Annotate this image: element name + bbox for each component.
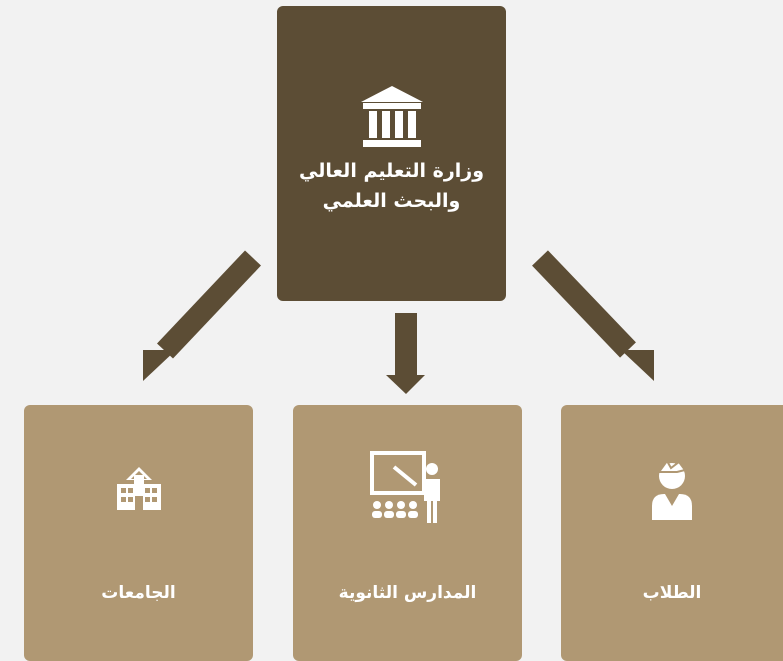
students-box: الطلاب: [561, 405, 783, 661]
university-building-icon: [114, 457, 164, 521]
secondary-schools-label: المدارس الثانوية: [338, 583, 477, 603]
secondary-schools-box: المدارس الثانوية: [293, 405, 522, 661]
government-building-icon: [357, 82, 427, 156]
universities-label: الجامعات: [101, 583, 176, 603]
ministry-box: وزارة التعليم العالي والبحث العلمي: [277, 6, 506, 301]
ministry-name-line2: والبحث العلمي: [322, 189, 461, 212]
arrow-to-students: [532, 250, 654, 381]
students-label: الطلاب: [642, 583, 702, 603]
student-icon: [649, 457, 695, 521]
ministry-name-line1: وزارة التعليم العالي: [298, 159, 485, 182]
teacher-classroom-icon: [368, 451, 448, 523]
universities-box: الجامعات: [24, 405, 253, 661]
arrow-to-schools: [386, 313, 425, 394]
arrow-to-universities: [143, 250, 261, 381]
